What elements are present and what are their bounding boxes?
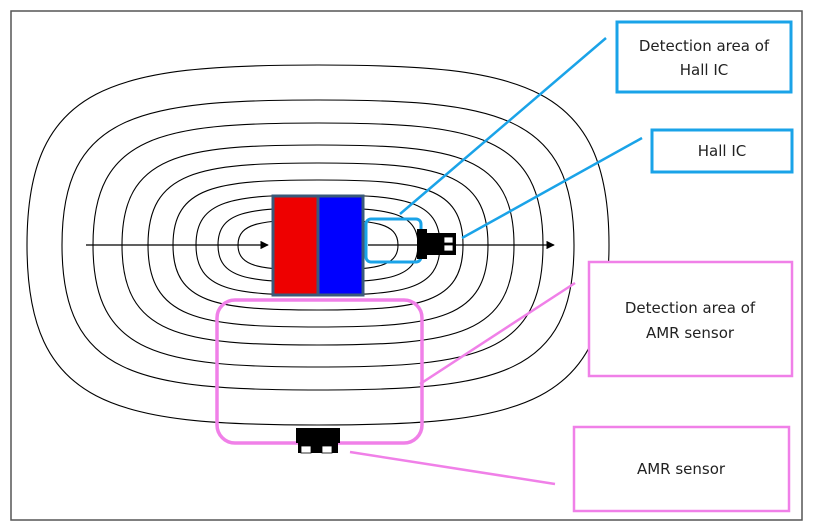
field-line-upper-2 bbox=[61, 99, 575, 246]
field-line-lower-3 bbox=[92, 244, 544, 368]
field-line-lower-4 bbox=[121, 244, 515, 346]
hall-area-leader-line bbox=[399, 37, 607, 215]
callout-hall-ic-label: Hall IC bbox=[698, 142, 746, 160]
hall-ic-chip-icon bbox=[417, 229, 456, 259]
amr-sensor-leader-line bbox=[349, 450, 556, 486]
field-lines bbox=[26, 64, 610, 426]
hall-ic-leader-line bbox=[461, 136, 643, 240]
callout-hall-detection-area: Detection area of Hall IC bbox=[615, 20, 793, 94]
amr-area-leader-line bbox=[419, 281, 576, 386]
callout-amr-sensor: AMR sensor bbox=[572, 425, 791, 513]
field-line-upper-4 bbox=[121, 144, 515, 246]
field-line-upper-1 bbox=[26, 64, 610, 246]
field-line-upper-6 bbox=[172, 179, 464, 246]
callout-hall-area-line2: Hall IC bbox=[680, 61, 728, 79]
field-line-lower-6 bbox=[172, 244, 464, 311]
callout-amr-area-line2: AMR sensor bbox=[646, 324, 735, 342]
magnet-north-pole bbox=[271, 194, 320, 297]
field-line-lower-5 bbox=[147, 244, 489, 328]
callout-amr-detection-area: Detection area of AMR sensor bbox=[587, 260, 794, 378]
callout-hall-area-line1: Detection area of bbox=[639, 37, 770, 55]
callout-amr-area-line1: Detection area of bbox=[625, 299, 756, 317]
field-line-upper-5 bbox=[147, 162, 489, 246]
magnet-south-pole bbox=[316, 194, 365, 297]
callout-amr-sensor-label: AMR sensor bbox=[637, 460, 726, 478]
amr-sensor-chip-icon bbox=[296, 428, 340, 454]
callout-hall-ic: Hall IC bbox=[650, 128, 794, 174]
field-line-lower-2 bbox=[61, 244, 575, 391]
field-line-lower-1 bbox=[26, 244, 610, 426]
bar-magnet bbox=[271, 194, 365, 297]
field-line-upper-3 bbox=[92, 122, 544, 246]
